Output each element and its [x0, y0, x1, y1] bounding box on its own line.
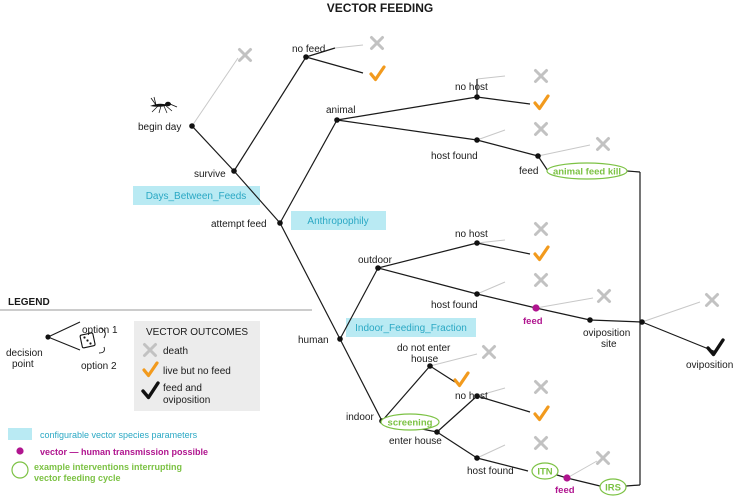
intervention-animal-feed-kill-label: animal feed kill	[553, 167, 621, 178]
legend-option-2: option 2	[81, 361, 117, 372]
label-feed-animal: feed	[519, 166, 538, 177]
death-icon-animal-hostfound	[534, 122, 548, 136]
legend-death-label: death	[163, 346, 188, 357]
label-no-feed: no feed	[292, 44, 325, 55]
label-no-host-indoor: no host	[455, 391, 488, 402]
death-icon-outdoor-hostfound	[534, 273, 548, 287]
param-days-between-feeds: Days_Between_Feeds	[146, 191, 247, 202]
death-icon-outdoor-nohost	[534, 222, 548, 236]
intervention-itn-label: ITN	[537, 467, 552, 478]
legend-decision-line2: point	[12, 359, 34, 370]
intervention-animal-feed-kill: animal feed kill	[546, 162, 628, 180]
param-box-days-between-feeds: Days_Between_Feeds	[133, 186, 260, 205]
mosquito-icon	[150, 96, 178, 114]
death-branches	[191, 44, 701, 479]
tree-branches	[191, 47, 717, 487]
param-anthropophily: Anthropophily	[307, 216, 368, 227]
death-icon-indoor-hostfound	[534, 436, 548, 450]
param-indoor-feeding-fraction: Indoor_Feeding_Fraction	[355, 323, 467, 334]
death-icon-outdoor-feed	[597, 289, 611, 303]
legend-purple-label: vector — human transmission possible	[40, 447, 208, 457]
label-no-host-animal: no host	[455, 82, 488, 93]
transmission-dot-outdoor	[532, 304, 540, 312]
live-icon-animal-nohost	[533, 94, 550, 111]
live-icon-indoor-nohost	[533, 405, 550, 422]
death-icon-donotenter	[482, 345, 496, 359]
intervention-itn: ITN	[531, 462, 559, 480]
live-icon-outdoor-nohost	[533, 245, 550, 262]
legend-decision-line1: decision	[6, 348, 43, 359]
label-do-not-enter-line1: do not enter	[397, 343, 451, 354]
legend-cyan-label: configurable vector species parameters	[40, 430, 198, 440]
death-icon-indoor-feed	[596, 451, 610, 465]
death-icon-animal-nohost	[534, 69, 548, 83]
intervention-irs: IRS	[599, 478, 627, 496]
label-do-not-enter-line2: house	[411, 354, 439, 365]
param-box-indoor-feeding-fraction: Indoor_Feeding_Fraction	[346, 318, 476, 337]
label-outdoor: outdoor	[358, 255, 393, 266]
legend-live-label: live but no feed	[163, 366, 231, 377]
label-host-found-indoor: host found	[467, 466, 514, 477]
legend-green-circle	[11, 461, 29, 479]
label-human: human	[298, 335, 329, 346]
transmission-dot-indoor	[563, 474, 571, 482]
label-animal: animal	[326, 105, 355, 116]
legend-cyan-swatch	[8, 428, 32, 440]
death-icon-animal-feed	[596, 137, 610, 151]
label-survive: survive	[194, 169, 226, 180]
feed-icon-oviposition	[706, 338, 725, 357]
label-feed-indoor: feed	[555, 485, 575, 496]
label-oviposition-site-line2: site	[601, 339, 617, 350]
legend-feed-label-line1: feed and	[163, 383, 202, 394]
live-icon-nofeed	[369, 65, 386, 82]
legend-feed-label-line2: oviposition	[163, 395, 210, 406]
death-icon-begin	[238, 48, 252, 62]
label-host-found-outdoor: host found	[431, 300, 478, 311]
legend-purple-dot	[16, 447, 24, 455]
label-enter-house: enter house	[389, 436, 442, 447]
intervention-screening-label: screening	[388, 418, 433, 429]
legend-decision-diagram	[45, 321, 106, 354]
legend-green-label-line1: example interventions interrupting	[34, 462, 182, 472]
label-host-found-animal: host found	[431, 151, 478, 162]
legend-outcomes-box: VECTOR OUTCOMES death live but no feed f…	[134, 321, 260, 411]
legend-green-label-line2: vector feeding cycle	[34, 473, 121, 483]
intervention-irs-label: IRS	[605, 483, 621, 494]
death-icon-oviposition-site	[705, 293, 719, 307]
legend-title: LEGEND	[8, 297, 50, 308]
label-attempt-feed: attempt feed	[211, 219, 267, 230]
dice-icon	[79, 332, 96, 349]
legend-option-1: option 1	[82, 325, 118, 336]
label-oviposition-site-line1: oviposition	[583, 328, 630, 339]
label-oviposition: oviposition	[686, 360, 733, 371]
label-feed-outdoor: feed	[523, 316, 543, 327]
label-begin-day: begin day	[138, 122, 181, 133]
intervention-screening: screening	[380, 413, 440, 431]
legend-outcomes-title: VECTOR OUTCOMES	[146, 327, 248, 338]
label-indoor: indoor	[346, 412, 374, 423]
diagram-title: VECTOR FEEDING	[327, 1, 433, 15]
label-no-host-outdoor: no host	[455, 229, 488, 240]
live-icon-donotenter	[453, 371, 470, 388]
death-icon-indoor-nohost	[534, 380, 548, 394]
param-box-anthropophily: Anthropophily	[291, 211, 386, 230]
death-icon-nofeed	[370, 36, 384, 50]
